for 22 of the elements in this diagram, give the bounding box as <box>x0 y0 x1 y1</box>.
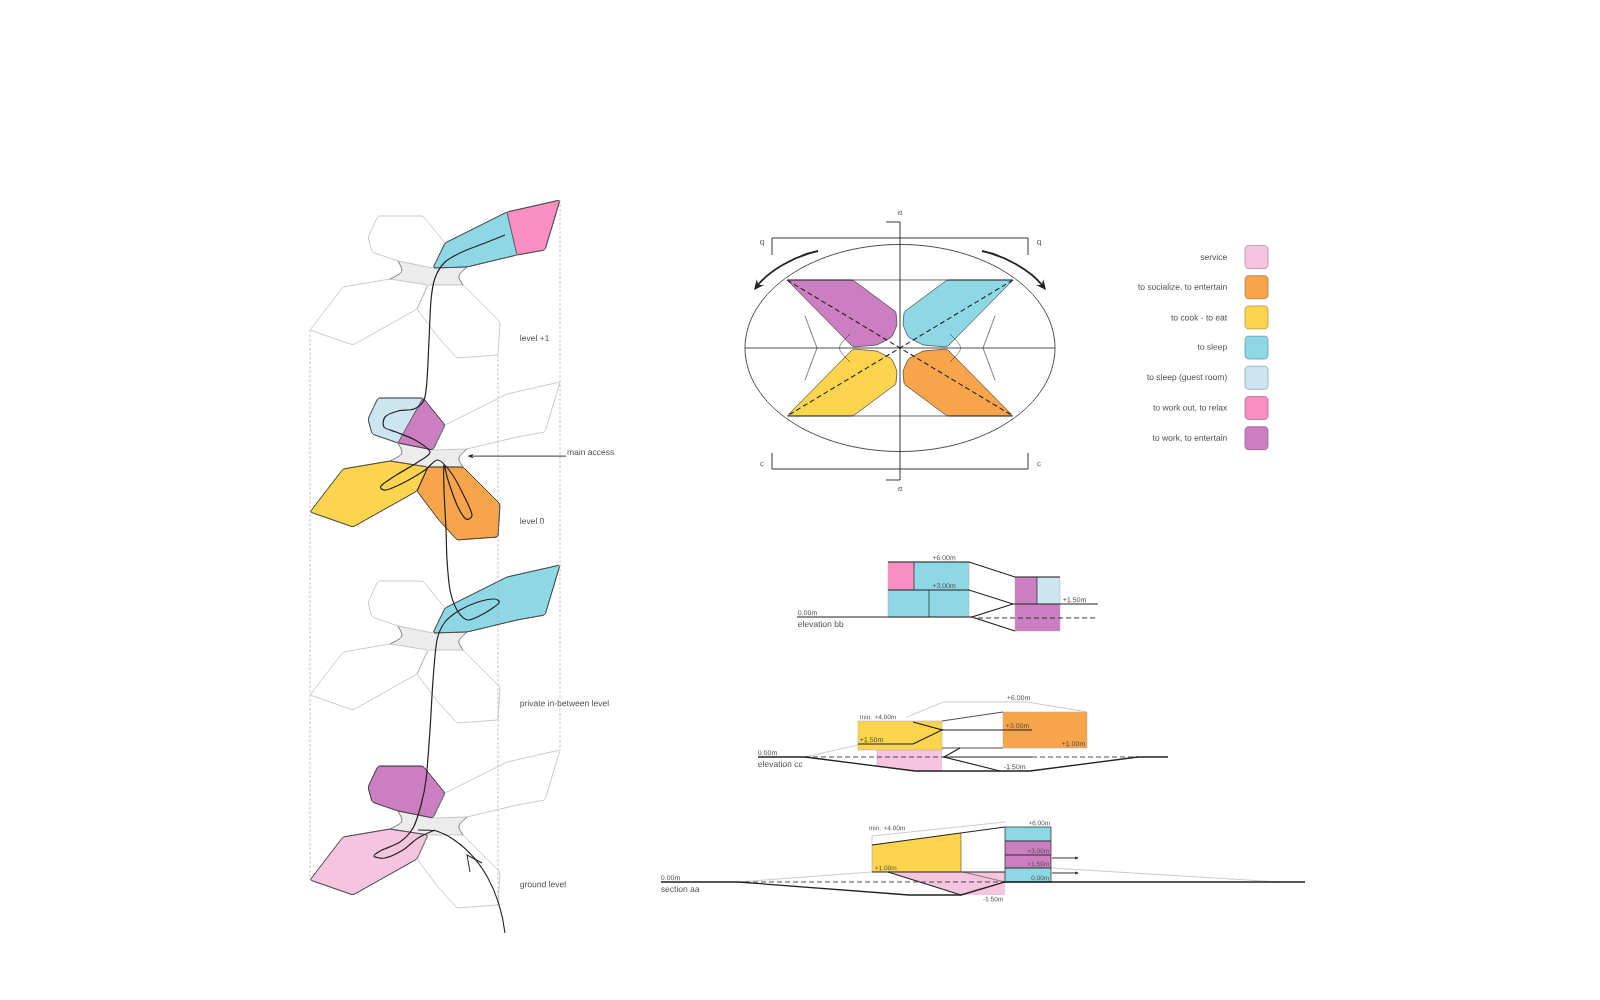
legend-label: to sleep <box>1197 343 1227 352</box>
level-label: level +1 <box>520 334 549 342</box>
section-letter: c <box>760 461 764 467</box>
section-letter: a <box>897 210 903 215</box>
level-label: level 0 <box>520 517 545 525</box>
legend-label: to work out, to relax <box>1153 404 1228 412</box>
drawing-title: section aa <box>661 885 700 893</box>
arrow <box>468 454 567 459</box>
level-label: private in-between level <box>519 699 610 709</box>
legend-label: to sleep (guest room) <box>1147 373 1227 382</box>
section-letter: b <box>1037 240 1041 246</box>
level-label: ground level <box>520 881 566 889</box>
legend-label: to work, to entertain <box>1152 434 1227 442</box>
callout-label: main access <box>567 448 614 456</box>
drawing-title: elevation cc <box>758 760 803 768</box>
legend-label: to socialize, to entertain <box>1138 283 1227 291</box>
legend-label: service <box>1200 253 1227 261</box>
section-letter: b <box>760 240 764 246</box>
section-letter: c <box>1037 461 1041 467</box>
section-letter: a <box>897 486 903 491</box>
legend-label: to cook - to eat <box>1171 314 1228 321</box>
drawing-title: elevation bb <box>798 620 844 628</box>
